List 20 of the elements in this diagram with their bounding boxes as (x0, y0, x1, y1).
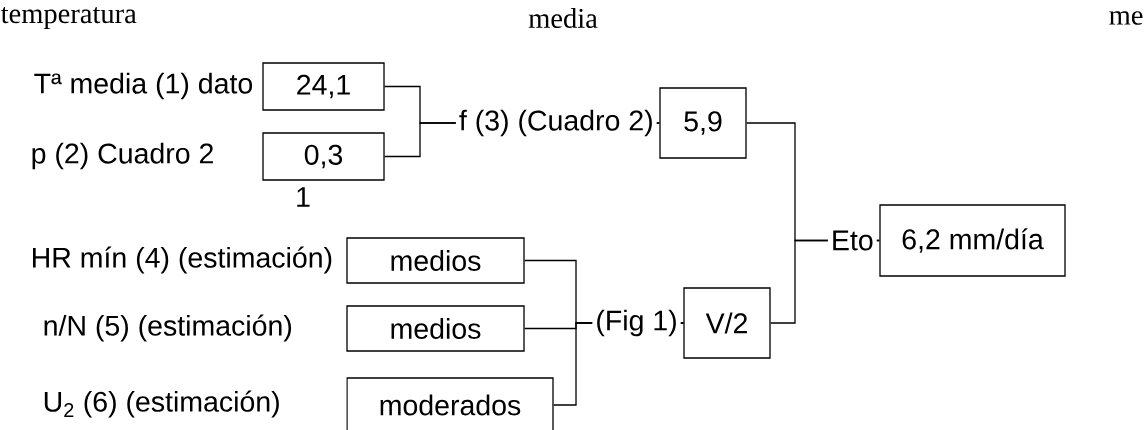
edge-label: Eto (827, 227, 877, 254)
row-label: n/N (5) (estimación) (44, 314, 292, 342)
top-text: me (1109, 11, 1143, 25)
value-box: medios (346, 237, 525, 284)
value-box: 24,1 (262, 62, 385, 111)
row-label: HR mín (4) (estimación) (33, 246, 332, 274)
value-box: 5,9 (659, 87, 747, 159)
value-box: medios (346, 305, 525, 352)
top-text: temperatura (0, 6, 137, 30)
row-label: U$_{2}$ (6) (estimación) (44, 390, 279, 418)
value-box: 0,3 (262, 132, 385, 181)
value-box: 6,2 mm/día (879, 204, 1066, 277)
row-label: Tª media (1) dato (34, 72, 253, 100)
edge-label: (Fig 1) (592, 306, 681, 340)
note-text: 1 (297, 187, 310, 207)
value-box: V/2 (683, 287, 771, 359)
row-label: p (2) Cuadro 2 (32, 142, 213, 170)
top-text: media (528, 7, 598, 29)
edge-label: f (3) (Cuadro 2) (455, 106, 657, 140)
value-box: moderados (346, 377, 554, 430)
